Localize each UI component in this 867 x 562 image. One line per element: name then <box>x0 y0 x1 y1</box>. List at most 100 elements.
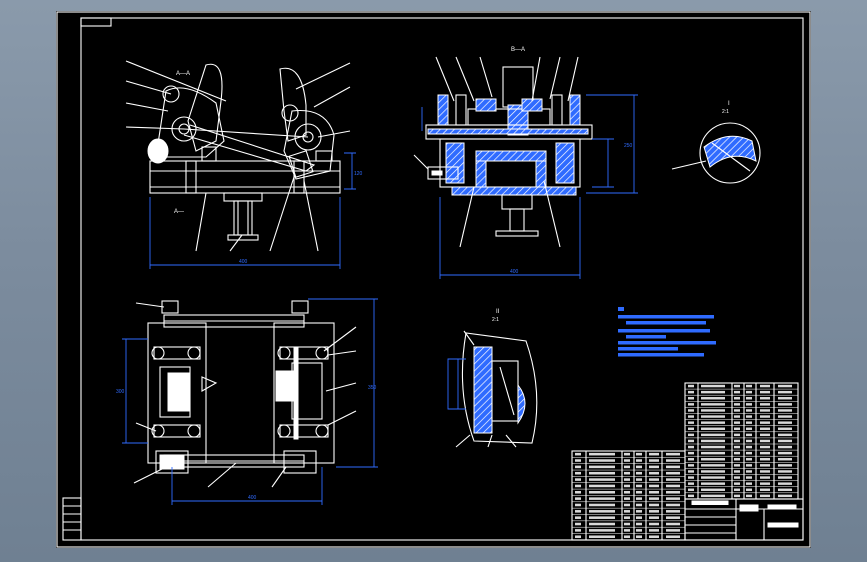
table-cell-text <box>760 470 770 473</box>
table-cell-text <box>746 421 752 424</box>
table-cell-text <box>688 421 694 424</box>
table-cell-text <box>649 503 659 507</box>
dim-front-width: 400 <box>239 259 248 265</box>
table-cell-text <box>746 427 752 430</box>
table-cell-text <box>760 482 770 485</box>
table-cell-text <box>778 494 792 498</box>
table-cell-text <box>589 529 615 532</box>
table-cell-text <box>746 451 752 455</box>
table-cell-text <box>624 459 630 462</box>
table-cell-text <box>624 535 630 538</box>
table-cell-text <box>778 470 792 473</box>
table-cell-text <box>666 516 680 519</box>
section-label-top: A—A <box>176 71 190 77</box>
table-cell-text <box>688 415 694 418</box>
table-cell-text <box>624 497 630 500</box>
table-cell-text <box>688 390 694 394</box>
table-cell-text <box>734 488 740 491</box>
table-cell-text <box>778 403 792 406</box>
table-cell-text <box>778 415 792 418</box>
table-cell-text <box>649 522 659 526</box>
table-cell-text <box>760 409 770 412</box>
table-cell-text <box>589 503 615 507</box>
table-cell-text <box>666 471 680 475</box>
parts-list-right <box>684 382 799 500</box>
table-cell-text <box>734 433 740 437</box>
table-cell-text <box>734 403 740 406</box>
table-cell-text <box>701 415 725 418</box>
table-cell-text <box>575 459 581 462</box>
table-cell-text <box>760 433 770 437</box>
table-cell-text <box>734 415 740 418</box>
table-cell-text <box>575 522 581 526</box>
table-cell-text <box>688 397 694 400</box>
table-cell-text <box>746 470 752 473</box>
table-cell-text <box>688 409 694 412</box>
table-cell-text <box>734 439 740 443</box>
table-cell-text <box>746 415 752 418</box>
table-cell-text <box>701 433 725 437</box>
table-cell-text <box>734 476 740 479</box>
table-cell-text <box>746 458 752 461</box>
table-cell-text <box>701 409 725 412</box>
table-cell-text <box>649 529 659 532</box>
table-cell-text <box>778 488 792 491</box>
table-cell-text <box>589 465 615 469</box>
table-cell-text <box>701 488 725 491</box>
table-cell-text <box>734 427 740 430</box>
table-cell-text <box>778 390 792 394</box>
table-cell-text <box>760 445 770 449</box>
table-cell-text <box>701 427 725 430</box>
table-cell-text <box>636 503 642 507</box>
plan-view: 400 300 350 <box>116 298 378 505</box>
table-cell-text <box>778 409 792 412</box>
table-cell-text <box>624 478 630 481</box>
table-cell-text <box>734 390 740 394</box>
table-cell-text <box>734 445 740 449</box>
table-cell-text <box>636 471 642 475</box>
parts-list-left <box>571 450 686 541</box>
table-cell-text <box>746 464 752 467</box>
detail-i-label: I <box>728 101 730 107</box>
table-cell-text <box>701 458 725 461</box>
table-cell-text <box>778 482 792 485</box>
table-cell-text <box>778 458 792 461</box>
table-cell-text <box>624 484 630 488</box>
table-cell-text <box>575 452 581 456</box>
table-cell-text <box>649 452 659 456</box>
table-cell-text <box>666 529 680 532</box>
table-cell-text <box>746 482 752 485</box>
table-cell-text <box>701 384 725 388</box>
drawing-viewport[interactable]: A—A A— <box>56 11 811 548</box>
table-cell-text <box>688 488 694 491</box>
table-cell-text <box>666 484 680 488</box>
table-cell-text <box>778 464 792 467</box>
table-cell-text <box>688 476 694 479</box>
table-cell-text <box>760 464 770 467</box>
outer-frame <box>56 11 811 548</box>
table-cell-text <box>701 494 725 498</box>
table-cell-text <box>701 476 725 479</box>
table-cell-text <box>778 439 792 443</box>
table-cell-text <box>760 397 770 400</box>
table-cell-text <box>701 464 725 467</box>
inner-frame <box>80 17 804 541</box>
table-cell-text <box>734 409 740 412</box>
table-cell-text <box>778 451 792 455</box>
table-cell-text <box>636 529 642 532</box>
table-cell-text <box>701 445 725 449</box>
table-cell-text <box>636 491 642 494</box>
detail-ii-label: II <box>496 309 500 315</box>
table-cell-text <box>778 384 792 388</box>
table-cell-text <box>649 497 659 500</box>
table-cell-text <box>688 445 694 449</box>
technical-notes <box>618 307 716 357</box>
table-cell-text <box>701 421 725 424</box>
table-cell-text <box>649 516 659 519</box>
table-cell-text <box>636 452 642 456</box>
section-label-bottom: A— <box>174 209 184 215</box>
table-cell-text <box>760 494 770 498</box>
table-cell-text <box>701 470 725 473</box>
table-cell-text <box>746 433 752 437</box>
table-cell-text <box>636 459 642 462</box>
